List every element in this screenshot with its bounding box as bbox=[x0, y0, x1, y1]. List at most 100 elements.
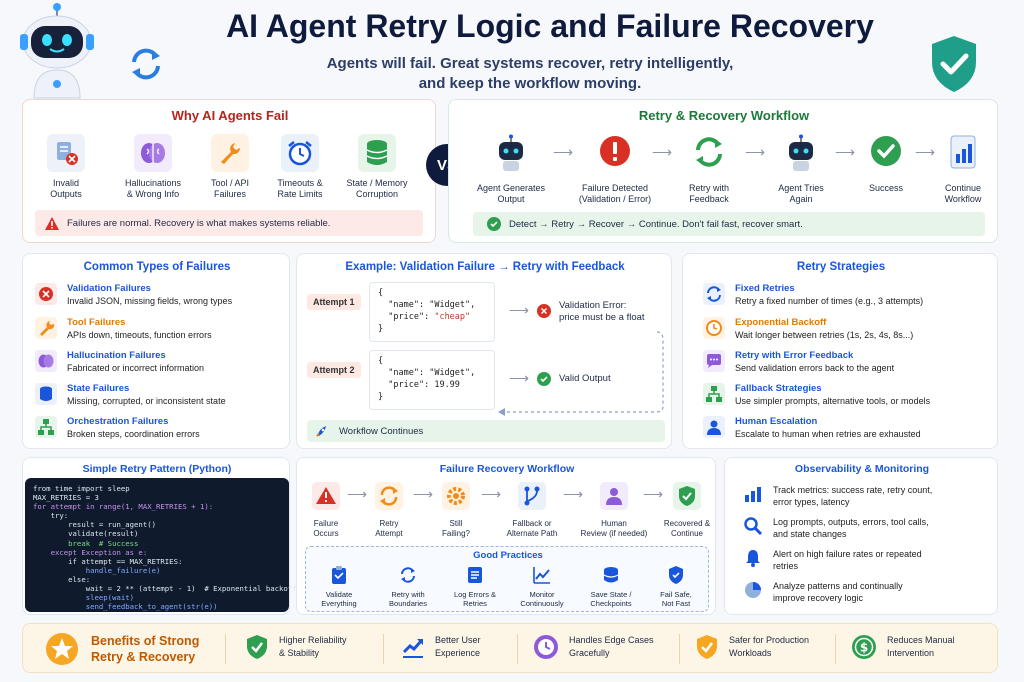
valid-output-text: Valid Output bbox=[559, 373, 611, 384]
observability-item-metrics: Track metrics: success rate, retry count… bbox=[743, 484, 932, 508]
practice-fail-safe: Fail Safe, Not Fast bbox=[646, 565, 706, 608]
workflow-title: Retry & Recovery Workflow bbox=[638, 108, 810, 123]
observability-panel: Observability & Monitoring Track metrics… bbox=[724, 457, 998, 615]
workflow-step-success: Success bbox=[853, 134, 919, 194]
shield-check-icon bbox=[697, 635, 717, 659]
good-practices-box: Good Practices Validate Everything Retry… bbox=[305, 546, 709, 612]
bell-icon bbox=[746, 550, 760, 567]
brain-icon bbox=[134, 134, 172, 172]
alarm-clock-icon bbox=[281, 134, 319, 172]
practice-retry-boundaries: Retry with Boundaries bbox=[376, 565, 440, 608]
retry-strategies-title: Retry Strategies bbox=[796, 261, 886, 273]
database-icon bbox=[358, 134, 396, 172]
common-failures-panel: Common Types of Failures Validation Fail… bbox=[22, 253, 290, 449]
practice-save-state: Save State / Checkpoints bbox=[578, 565, 644, 608]
refresh-icon bbox=[703, 283, 725, 305]
x-circle-icon bbox=[537, 304, 551, 318]
arrow-right-icon: ⟶ bbox=[509, 302, 530, 318]
page-title: AI Agent Retry Logic and Failure Recover… bbox=[226, 8, 874, 44]
arrow-right-icon: ⟶ bbox=[347, 486, 368, 502]
example-title: Example: Validation Failure → Retry with… bbox=[345, 261, 625, 273]
rocket-icon bbox=[316, 426, 326, 437]
workflow-panel: Retry & Recovery Workflow Agent Generate… bbox=[448, 99, 998, 243]
recovery-step-human: Human Review (if needed) bbox=[577, 482, 651, 539]
recovery-step-still-failing: Still Failing? bbox=[431, 482, 481, 539]
arrow-right-icon: ⟶ bbox=[553, 144, 574, 160]
warning-icon bbox=[312, 482, 340, 510]
observability-title: Observability & Monitoring bbox=[794, 463, 930, 475]
json-attempt-2: { "name": "Widget", "price": 19.99 } bbox=[369, 350, 495, 410]
error-icon bbox=[600, 136, 630, 166]
recovery-panel: Failure Recovery Workflow Failure Occurs… bbox=[296, 457, 716, 615]
branch-icon bbox=[518, 482, 546, 510]
observability-item-logs: Log prompts, outputs, errors, tool calls… bbox=[743, 516, 929, 540]
chat-bubble-icon bbox=[703, 350, 725, 372]
workflow-step-try-again: Agent Tries Again bbox=[763, 134, 839, 205]
dollar-icon: $ bbox=[852, 635, 876, 659]
svg-text:$: $ bbox=[860, 641, 868, 655]
common-failures-title: Common Types of Failures bbox=[83, 261, 231, 273]
benefits-title: Benefits of Strong Retry & Recovery bbox=[91, 634, 200, 664]
why-fail-item-invalid: Invalid Outputs bbox=[37, 134, 95, 200]
shield-check-icon bbox=[247, 635, 267, 659]
subtitle-line-1: Agents will fail. Great systems recover,… bbox=[326, 55, 734, 72]
workflow-step-failure: Failure Detected (Validation / Error) bbox=[569, 134, 661, 205]
recovery-step-failure: Failure Occurs bbox=[301, 482, 351, 539]
bar-chart-icon bbox=[745, 487, 761, 502]
benefit-reliability: Higher Reliability& Stability bbox=[245, 634, 347, 660]
attempt-1-label: Attempt 1 bbox=[307, 294, 361, 310]
json-attempt-1: { "name": "Widget", "price": "cheap" } bbox=[369, 282, 495, 342]
python-title: Simple Retry Pattern (Python) bbox=[82, 463, 232, 475]
retry-loop-connector bbox=[498, 331, 664, 416]
why-fail-item-state: State / Memory Corruption bbox=[337, 134, 417, 200]
workflow-step-continue: Continue Workflow bbox=[931, 134, 995, 205]
why-fail-panel: Why AI Agents Fail Invalid Outputs Hallu… bbox=[22, 99, 436, 243]
attempt-2-label: Attempt 2 bbox=[307, 362, 361, 378]
benefits-bar: Benefits of Strong Retry & Recovery High… bbox=[22, 623, 998, 673]
refresh-icon bbox=[132, 48, 160, 80]
arrow-right-icon: ⟶ bbox=[835, 144, 856, 160]
arrow-right-icon: ⟶ bbox=[413, 486, 434, 502]
robot-mascot-icon bbox=[20, 3, 94, 99]
divider bbox=[517, 634, 518, 664]
shield-check-icon bbox=[932, 36, 976, 92]
why-fail-item-hallucinations: Hallucinations & Wrong Info bbox=[113, 134, 193, 200]
arrow-right-icon: ⟶ bbox=[563, 486, 584, 502]
retry-icon bbox=[375, 482, 403, 510]
clock-icon bbox=[534, 635, 558, 659]
why-fail-title: Why AI Agents Fail bbox=[171, 108, 289, 123]
recovery-step-fallback: Fallback or Alternate Path bbox=[497, 482, 567, 539]
workflow-continues-bar: Workflow Continues bbox=[307, 420, 665, 442]
arrow-right-icon: ⟶ bbox=[652, 144, 673, 160]
check-circle-icon bbox=[487, 217, 501, 231]
recovery-step-recovered: Recovered & Continue bbox=[659, 482, 715, 539]
search-icon bbox=[744, 517, 763, 536]
practice-monitor: Monitor Continuously bbox=[510, 565, 574, 608]
pie-chart-icon bbox=[745, 582, 761, 598]
refresh-icon bbox=[401, 567, 415, 583]
retry-icon bbox=[696, 137, 722, 167]
document-error-icon bbox=[47, 134, 85, 172]
person-icon bbox=[703, 416, 725, 438]
arrow-right-icon: ⟶ bbox=[915, 144, 936, 160]
recovery-title: Failure Recovery Workflow bbox=[439, 463, 575, 475]
arrow-right-icon: ⟶ bbox=[509, 370, 530, 386]
why-fail-item-timeouts: Timeouts & Rate Limits bbox=[267, 134, 333, 200]
database-icon bbox=[603, 567, 619, 583]
hierarchy-icon bbox=[703, 383, 725, 405]
star-icon bbox=[46, 633, 78, 665]
validation-error-text: Validation Error: price must be a float bbox=[559, 300, 645, 323]
